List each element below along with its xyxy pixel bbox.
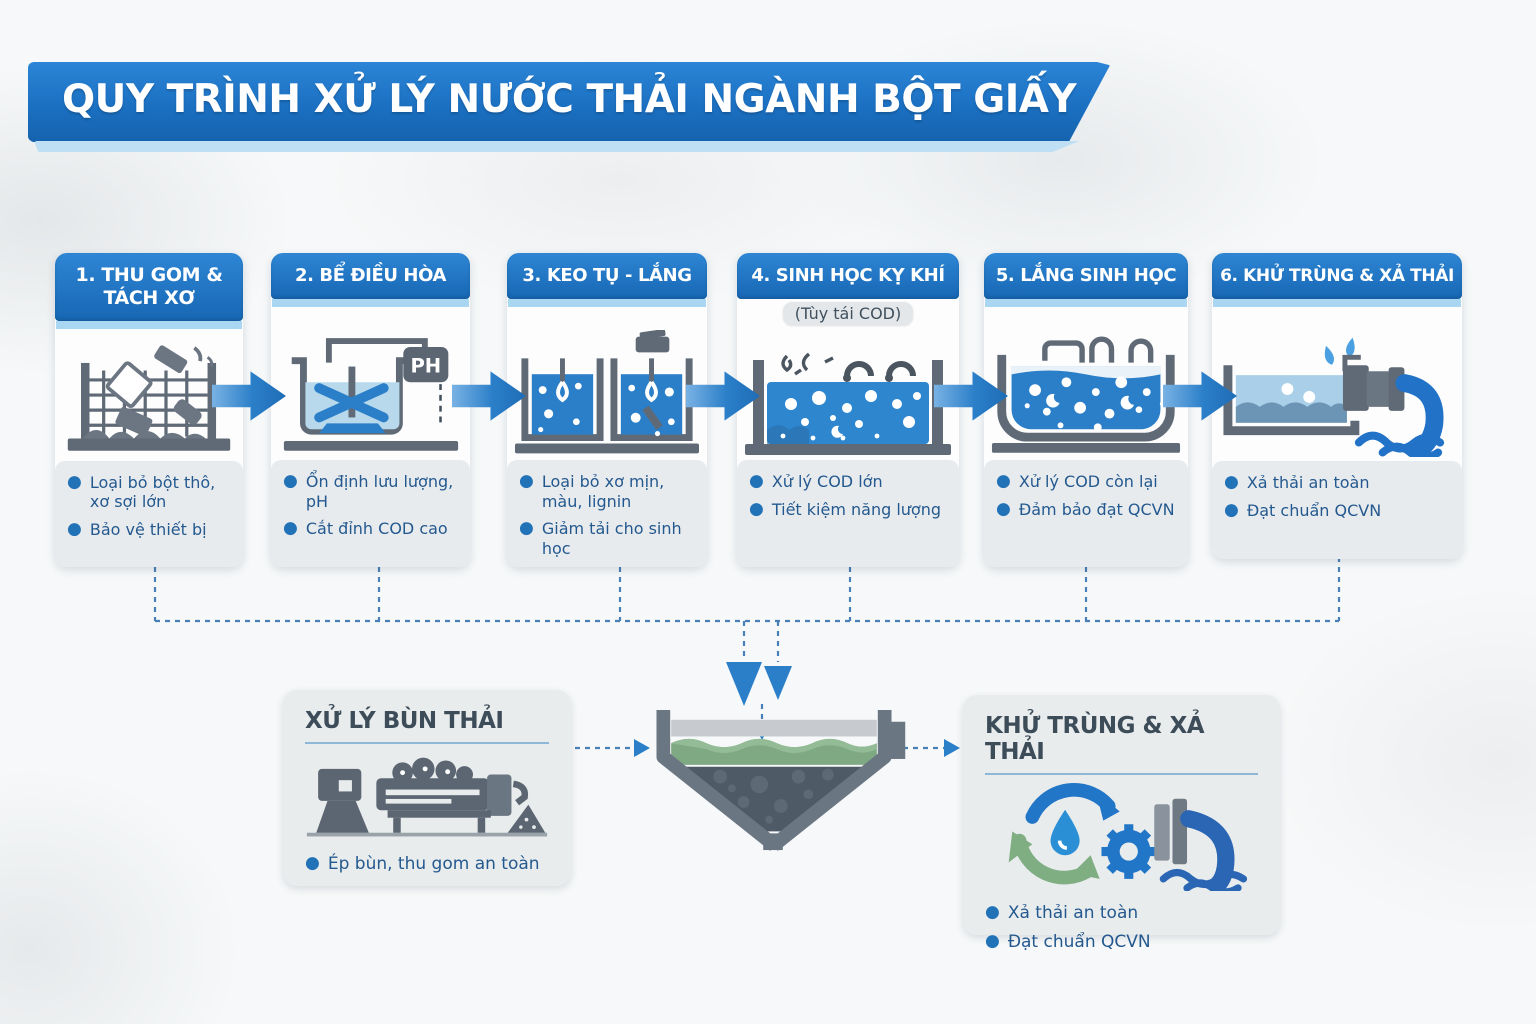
bullet-dot: ●	[985, 930, 1000, 951]
step-6-bullets: ● Xả thải an toàn ● Đạt chuẩn QCVN	[1212, 461, 1462, 559]
bullet-dot: ●	[67, 518, 82, 539]
step-5-bullets: ● Xử lý COD còn lại ● Đảm bảo đạt QCVN	[984, 460, 1188, 567]
step-1-header: 1. THU GOM & TÁCH XƠ	[55, 253, 243, 321]
step-2-bullets: ● Ổn định lưu lượng, pH ● Cắt đỉnh COD cao	[271, 460, 470, 567]
coagulation-settling-icon	[507, 307, 707, 460]
bullet-text: Ổn định lưu lượng, pH	[305, 472, 454, 511]
page-title: QUY TRÌNH XỬ LÝ NƯỚC THẢI NGÀNH BỘT GIẤY	[62, 76, 1077, 122]
discharge-box-title: KHỬ TRÙNG & XẢ THẢI	[985, 713, 1258, 775]
step-card-2: 2. BỂ ĐIỀU HÒA PH ● Ổn định lưu lượng, pH…	[271, 253, 470, 567]
bullet-text: Đạt chuẩn QCVN	[1007, 931, 1151, 952]
bio-settling-tank-icon	[984, 307, 1188, 460]
step-3-bullets: ● Loại bỏ xơ mịn, màu, lignin ● Giảm tải c…	[507, 460, 707, 567]
card-strip	[508, 299, 706, 307]
bullet-text: Cắt đỉnh COD cao	[305, 519, 448, 539]
bullet-dot: ●	[283, 518, 298, 539]
bullet-text: Đạt chuẩn QCVN	[1246, 500, 1382, 520]
discharge-outfall-icon	[1212, 307, 1462, 461]
equalization-tank-icon: PH	[271, 307, 470, 460]
step-card-5: 5. LẮNG SINH HỌC ●Xử lý COD	[984, 253, 1188, 567]
step-card-4: 4. SINH HỌC KỴ KHÍ (Tùy tái COD)	[737, 253, 959, 567]
bullet-text: Loại bỏ bột thô, xơ sợi lớn	[89, 472, 216, 512]
bullet-text: Bảo vệ thiết bị	[89, 519, 207, 539]
step-2-header: 2. BỂ ĐIỀU HÒA	[271, 253, 470, 299]
clarifier-funnel-icon	[640, 707, 908, 856]
step-4-bullets: ● Xử lý COD lớn ● Tiết kiệm năng lượng	[737, 460, 959, 567]
card-strip	[985, 299, 1187, 307]
anaerobic-tank-icon	[737, 325, 959, 460]
bullet-text: Đảm bảo đạt QCVN	[1018, 499, 1175, 519]
bullet-dot: ●	[67, 471, 82, 492]
step-1-bullets: ● Loại bỏ bột thô, xơ sợi lớn ● Bảo vệ thi…	[55, 460, 243, 567]
bullet-dot: ●	[305, 853, 320, 873]
bullet-dot: ●	[283, 471, 298, 491]
bullet-dot: ●	[985, 902, 1000, 922]
sludge-press-icon	[305, 752, 549, 844]
bullet-text: Xử lý COD còn lại	[1018, 472, 1158, 491]
bullet-text: Loại bỏ xơ mịn, màu, lignin	[541, 472, 665, 511]
card-strip	[1213, 299, 1461, 307]
bullet-text: Tiết kiệm năng lượng	[771, 499, 941, 519]
bullet-dot: ●	[996, 471, 1011, 491]
recycle-gear-outfall-icon	[985, 783, 1258, 891]
step-4-sublabel: (Tùy tái COD)	[782, 302, 914, 325]
sludge-box-title: XỬ LÝ BÙN THẢI	[305, 708, 549, 744]
bullet-dot: ●	[1224, 472, 1239, 492]
disinfection-discharge-box: KHỬ TRÙNG & XẢ THẢI	[963, 695, 1280, 952]
bullet-text: Ép bùn, thu gom an toàn	[327, 854, 540, 874]
step-card-3: 3. KEO TỤ - LẮNG	[507, 253, 707, 567]
svg-text:PH: PH	[410, 354, 441, 377]
step-4-header: 4. SINH HỌC KỴ KHÍ	[737, 253, 959, 299]
bullet-dot: ●	[749, 471, 764, 491]
bullet-dot: ●	[519, 518, 534, 539]
step-5-header: 5. LẮNG SINH HỌC	[984, 253, 1188, 299]
sludge-treatment-box: XỬ LÝ BÙN THẢI ● Ép bùn, thu gom an toàn	[283, 690, 571, 886]
bullet-dot: ●	[996, 498, 1011, 519]
bullet-text: Xả thải an toàn	[1007, 903, 1139, 923]
bullet-text: Xả thải an toàn	[1246, 473, 1370, 492]
step-3-header: 3. KEO TỤ - LẮNG	[507, 253, 707, 299]
bullet-text: Giảm tải cho sinh học	[541, 519, 682, 558]
title-banner: QUY TRÌNH XỬ LÝ NƯỚC THẢI NGÀNH BỘT GIẤY	[28, 62, 1110, 142]
bullet-text: Xử lý COD lớn	[771, 472, 883, 491]
bullet-dot: ●	[1224, 499, 1239, 520]
step-card-6: 6. KHỬ TRÙNG & XẢ THẢI ● Xả thải an toàn …	[1212, 253, 1462, 559]
bullet-dot: ●	[749, 498, 764, 519]
card-strip	[272, 299, 469, 307]
banner-accent-strip	[34, 141, 1080, 152]
bullet-dot: ●	[519, 471, 534, 491]
step-6-header: 6. KHỬ TRÙNG & XẢ THẢI	[1212, 253, 1462, 299]
card-strip	[56, 320, 242, 329]
step-card-1: 1. THU GOM & TÁCH XƠ ● Loại bỏ bột thô, x…	[55, 253, 243, 567]
